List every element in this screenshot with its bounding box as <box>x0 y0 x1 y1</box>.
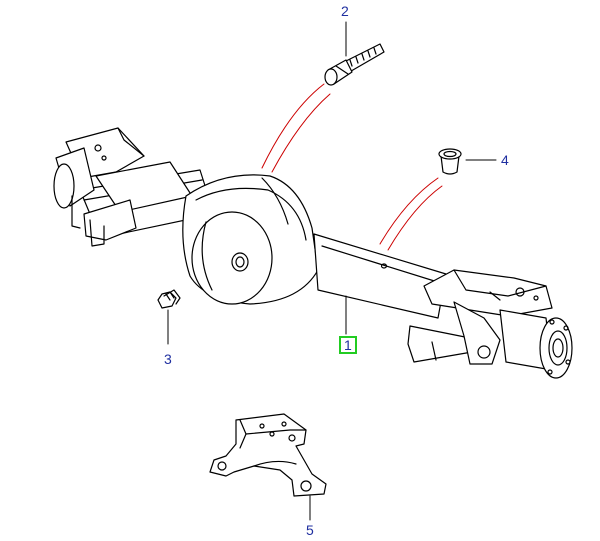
callout-3[interactable]: 3 <box>164 351 172 367</box>
callout-1[interactable]: 1 <box>339 336 357 354</box>
part-1-axle-assembly[interactable] <box>53 127 573 379</box>
leader-lines <box>167 21 497 521</box>
part-5-bracket[interactable] <box>209 413 327 497</box>
part-2-bolt[interactable] <box>324 43 385 86</box>
callout-2[interactable]: 2 <box>341 3 349 19</box>
callout-4[interactable]: 4 <box>501 152 509 168</box>
part-3-plug[interactable] <box>157 289 181 309</box>
callout-5[interactable]: 5 <box>306 522 314 538</box>
part-4-bushing[interactable] <box>438 148 462 175</box>
